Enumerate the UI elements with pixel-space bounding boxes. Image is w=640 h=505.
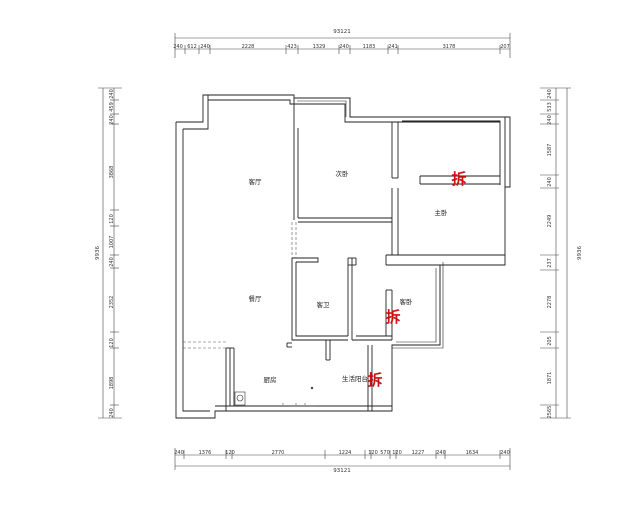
living-balcony (203, 94, 351, 117)
top-dimensions (174, 33, 511, 58)
room-laundry-balcony-label: 生活阳台 (342, 374, 368, 383)
guest-bedroom-balcony (392, 262, 444, 349)
right-dimensions (540, 87, 571, 419)
demolition-mark-master: 拆 (451, 170, 466, 188)
walls (175, 94, 511, 419)
right-dim-6: 2249 (547, 215, 553, 228)
top-dim-3: 240 (200, 44, 210, 50)
room-guest-bath-label: 客卫 (317, 300, 331, 309)
room-master-bedroom-label: 主卧 (435, 208, 449, 217)
bottom-dim-11: 1634 (466, 450, 479, 456)
room-kitchen-label: 厨房 (264, 375, 277, 384)
bottom-dimensions (174, 448, 511, 470)
top-dim-11: 207 (500, 44, 510, 50)
top-dim-6: 1329 (313, 44, 326, 50)
right-dim-4: 1587 (547, 144, 553, 157)
demolition-mark-laundry: 拆 (367, 371, 382, 389)
top-dim-7: 240 (339, 44, 349, 50)
top-dim-10: 3178 (443, 44, 456, 50)
bottom-total-label: 93121 (333, 468, 351, 474)
right-dim-9: 205 (547, 336, 553, 346)
right-dim-1: 240 (547, 89, 553, 99)
bottom-dim-9: 1227 (412, 450, 425, 456)
bottom-dim-2: 1376 (199, 450, 212, 456)
demolition-mark-guest-bedroom: 拆 (385, 308, 400, 326)
top-dim-2: 612 (187, 44, 197, 50)
right-dim-3: 240 (547, 115, 553, 125)
left-dimensions (98, 87, 122, 419)
left-dim-1: 240 (109, 89, 115, 99)
top-dim-9: 241 (388, 44, 398, 50)
left-dim-10: 1898 (109, 377, 115, 390)
left-dim-11: 240 (109, 408, 115, 418)
room-second-bedroom-label: 次卧 (336, 169, 350, 178)
bottom-dim-8: 120 (392, 450, 402, 456)
left-dim-6: 1007 (109, 236, 115, 249)
right-dim-11: 2565 (547, 406, 553, 419)
top-dim-1: 240 (173, 44, 183, 50)
right-dim-8: 2278 (547, 296, 553, 309)
right-dim-7: 237 (547, 258, 553, 268)
right-dim-10: 1871 (547, 372, 553, 385)
room-living-label: 客厅 (249, 177, 263, 186)
bottom-dim-3: 120 (225, 450, 235, 456)
bottom-dim-12: 240 (500, 450, 510, 456)
bottom-dim-10: 240 (436, 450, 446, 456)
top-dim-5: 423 (287, 44, 297, 50)
bottom-dim-1: 240 (174, 450, 184, 456)
room-dining-label: 餐厅 (249, 294, 263, 303)
dashed-openings (183, 222, 297, 349)
top-dim-8: 1183 (363, 44, 376, 50)
left-dim-3: 240 (109, 115, 115, 125)
left-total-label: 9936 (95, 246, 101, 260)
bottom-dim-5: 1224 (339, 450, 352, 456)
left-dim-8: 2352 (109, 296, 115, 309)
room-guest-bedroom-label: 客卧 (400, 297, 414, 306)
left-dim-9: 120 (109, 338, 115, 348)
right-dim-5: 240 (547, 177, 553, 187)
top-dim-4: 2228 (242, 44, 255, 50)
left-dim-2: 459 (109, 102, 115, 112)
left-dim-7: 240 (109, 257, 115, 267)
top-total-label: 93121 (333, 29, 351, 35)
kitchen-dots (282, 386, 314, 405)
right-dim-2: 533 (547, 102, 553, 112)
left-dim-4: 3868 (109, 166, 115, 179)
left-dim-5: 120 (109, 214, 115, 224)
bottom-dim-6: 120 (368, 450, 378, 456)
bottom-dim-7: 570 (380, 450, 390, 456)
right-total-label: 9936 (577, 246, 583, 260)
kitchen-fixtures (234, 391, 315, 407)
bottom-dim-4: 2770 (272, 450, 285, 456)
